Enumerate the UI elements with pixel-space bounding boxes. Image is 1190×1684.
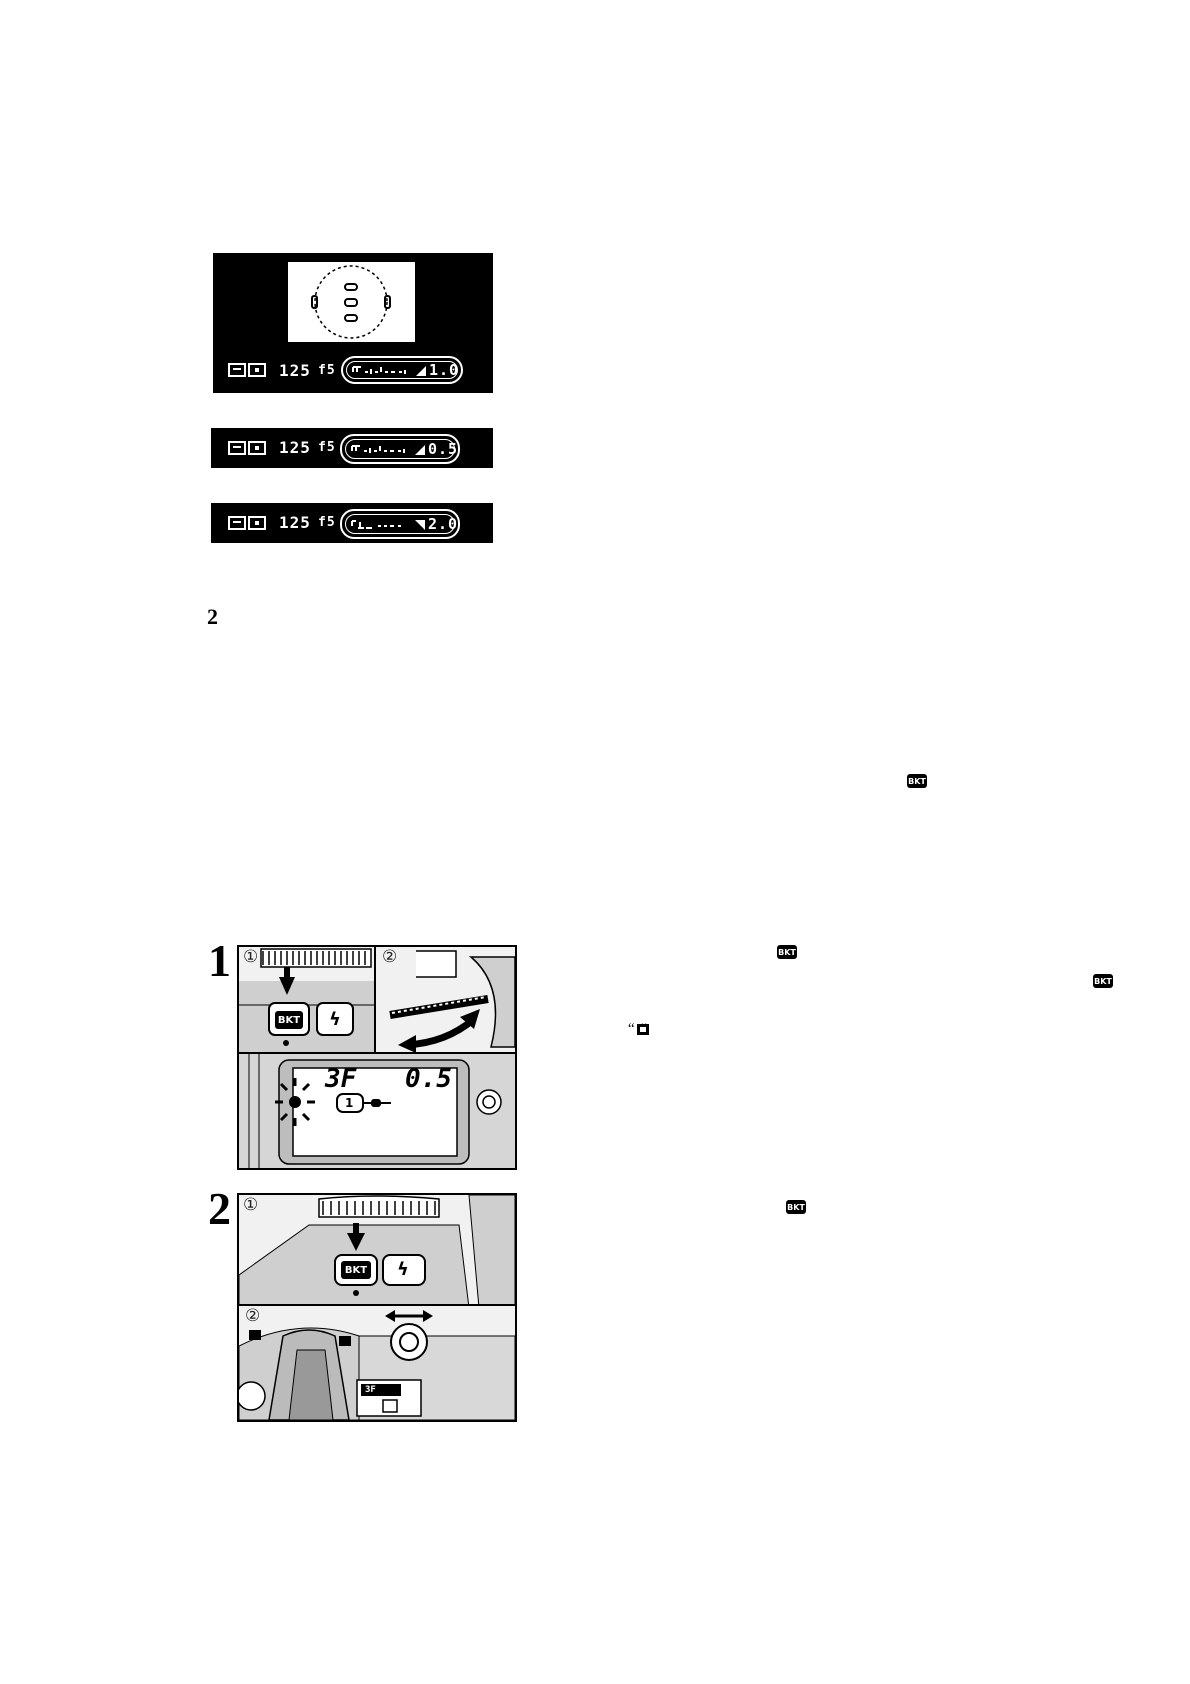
step-2-number: 2: [208, 1183, 231, 1234]
bkt-button-icon: BKT: [1093, 974, 1113, 988]
step-2-illustration-bottom: ② 3F: [237, 1304, 517, 1422]
focus-brackets-icon: [311, 265, 391, 339]
bkt-button-icon: BKT: [786, 1200, 806, 1214]
step-1-control-panel-illustration: 3F 0.5 1: [237, 1052, 517, 1170]
aperture-readout: f5.6: [318, 440, 338, 455]
camera-top-bkt-button-icon: [239, 1195, 515, 1308]
aperture-readout: f5.6: [318, 363, 338, 378]
section-number: 2: [207, 604, 218, 629]
viewfinder-display-main: 125 f5.6 1.0: [213, 253, 493, 393]
exposure-scale-pill: 2.0: [340, 509, 460, 539]
step-label-1: ①: [243, 947, 259, 967]
step-1-number: 1: [208, 935, 231, 986]
camera-top-bkt-button-icon: [239, 948, 378, 1056]
compensation-readout: 2.0: [428, 515, 459, 533]
lcd-bracket-indicator: 1: [345, 1096, 354, 1110]
shutter-speed-readout: 125: [279, 513, 311, 532]
focus-area-frame: [288, 262, 415, 342]
lcd-value-readout: 0.5: [405, 1064, 452, 1094]
exposure-scale-icon: [351, 445, 405, 453]
exposure-scale-icon: [351, 520, 401, 529]
command-dial-rotate-icon: [389, 950, 515, 1053]
shutter-speed-readout: 125: [279, 438, 311, 457]
camera-rear-sub-dial-icon: [239, 1310, 515, 1420]
viewfinder-display-strip-1: 125 f5.6 0.5: [211, 428, 493, 468]
flash-button[interactable]: ϟ: [397, 1259, 409, 1280]
bkt-button[interactable]: BKT: [275, 1011, 303, 1029]
step-label-2: ②: [382, 947, 398, 967]
step-label-2: ②: [245, 1306, 261, 1326]
control-panel-lcd-icon: [248, 1054, 502, 1168]
bkt-button[interactable]: BKT: [341, 1261, 371, 1279]
step-2-illustration-top: ① BKT ϟ: [237, 1193, 517, 1310]
bkt-button-icon: BKT: [907, 774, 927, 788]
compensation-readout: 0.5: [428, 440, 459, 458]
compensation-readout: 1.0: [429, 361, 460, 379]
metering-mode-icon: [228, 440, 268, 456]
viewfinder-display-strip-2: 125 f5.6 2.0: [211, 503, 493, 543]
bkt-button-icon: BKT: [777, 945, 797, 959]
triangle-down-icon: [415, 520, 425, 530]
metering-mode-icon: [228, 515, 268, 531]
triangle-up-icon: [415, 445, 425, 455]
flash-button[interactable]: ϟ: [329, 1009, 341, 1030]
step-1-illustration-top-left: ① BKT ϟ: [237, 945, 380, 1058]
exposure-scale-pill: 0.5: [340, 434, 460, 464]
exposure-scale-icon: [352, 366, 406, 374]
bracket-symbol-icon: [637, 1024, 649, 1035]
sub-display-readout: 3F: [365, 1385, 376, 1395]
metering-mode-icon: [228, 362, 268, 378]
step-label-1: ①: [243, 1195, 259, 1215]
shutter-speed-readout: 125: [279, 361, 311, 380]
aperture-readout: f5.6: [318, 515, 338, 530]
lcd-frames-readout: 3F: [325, 1064, 357, 1094]
exposure-scale-pill: 1.0: [341, 356, 463, 384]
triangle-up-icon: [416, 366, 426, 376]
step-1-illustration-top-right: ②: [374, 945, 517, 1058]
